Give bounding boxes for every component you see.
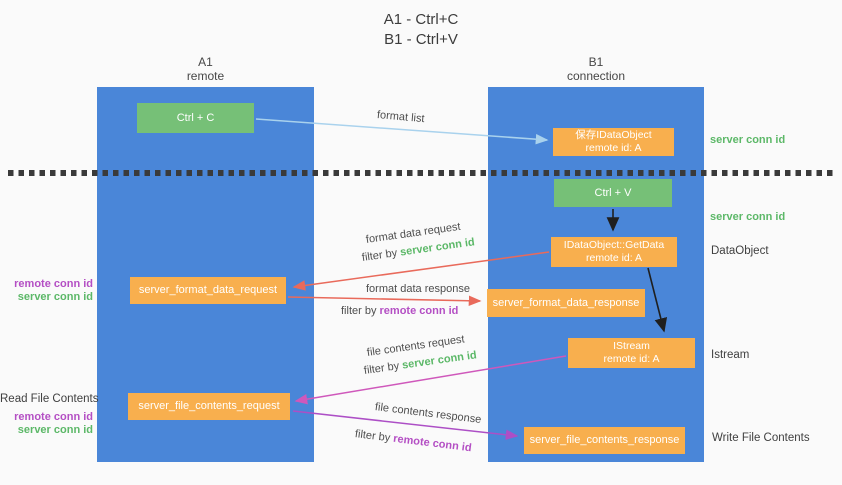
node-ctrl-c: Ctrl + C [137,103,254,133]
column-b-title: B1 [588,55,604,69]
node-server-file-contents-request-label: server_file_contents_request [138,400,280,412]
annotation-read-file-contents: Read File Contents [0,393,99,405]
phase-divider-dotted-line [8,170,835,176]
node-ctrl-v: Ctrl + V [554,179,672,207]
annotation-istream: Istream [711,349,750,361]
node-ctrl-v-label: Ctrl + V [594,187,632,199]
label-format-list: format list [376,109,426,126]
node-ctrl-c-label: Ctrl + C [176,112,215,124]
column-b-header: B1 connection [488,55,704,83]
diagram-title: A1 - Ctrl+C B1 - Ctrl+V [0,10,842,50]
annotation-remote-conn-id-2: remote conn id [14,411,93,423]
node-istream-line1: IStream [613,340,650,352]
label-file-contents-response: file contents response [374,401,482,426]
annotation-write-file-contents: Write File Contents [712,432,810,444]
column-a-title: A1 [198,55,213,69]
column-a-header: A1 remote [97,55,314,83]
node-server-file-contents-response: server_file_contents_response [524,427,685,454]
node-getdata-line1: IDataObject::GetData [563,239,665,251]
column-b-subtitle: connection [566,69,626,83]
label-filter-by-remote-conn-id-2: filter by remote conn id [354,428,473,455]
node-save-idataobject-line1: 保存IDataObject [575,129,652,141]
node-istream-line2: remote id: A [603,353,660,365]
title-line-2: B1 - Ctrl+V [384,31,458,48]
annotation-server-conn-id-1: server conn id [17,291,93,303]
annotation-remote-conn-id-1: remote conn id [14,278,93,290]
node-server-format-data-response-label: server_format_data_response [492,296,640,309]
node-server-file-contents-request: server_file_contents_request [128,393,290,420]
node-server-format-data-request-label: server_format_data_request [138,284,278,296]
annotation-server-conn-id-2: server conn id [17,424,93,436]
node-server-format-data-response: server_format_data_response [487,289,645,317]
annotation-server-conn-id-top: server conn id [710,134,786,146]
annotation-dataobject: DataObject [711,245,769,257]
node-getdata-line2: remote id: A [585,252,643,264]
node-server-file-contents-response-label: server_file_contents_response [529,434,680,446]
arrow-format-data-response [287,295,482,307]
node-save-idataobject-line2: remote id: A [585,142,642,154]
node-save-idataobject: 保存IDataObject remote id: A [553,128,674,156]
node-server-format-data-request: server_format_data_request [130,277,286,304]
label-filter-by-remote-conn-id-1: filter by remote conn id [341,305,459,317]
title-line-1: A1 - Ctrl+C [383,11,459,28]
label-format-data-response: format data response [366,283,470,295]
column-a-subtitle: remote [186,69,225,83]
node-idataobject-getdata: IDataObject::GetData remote id: A [551,237,677,267]
node-istream: IStream remote id: A [568,338,695,368]
annotation-server-conn-id-mid: server conn id [710,211,786,223]
